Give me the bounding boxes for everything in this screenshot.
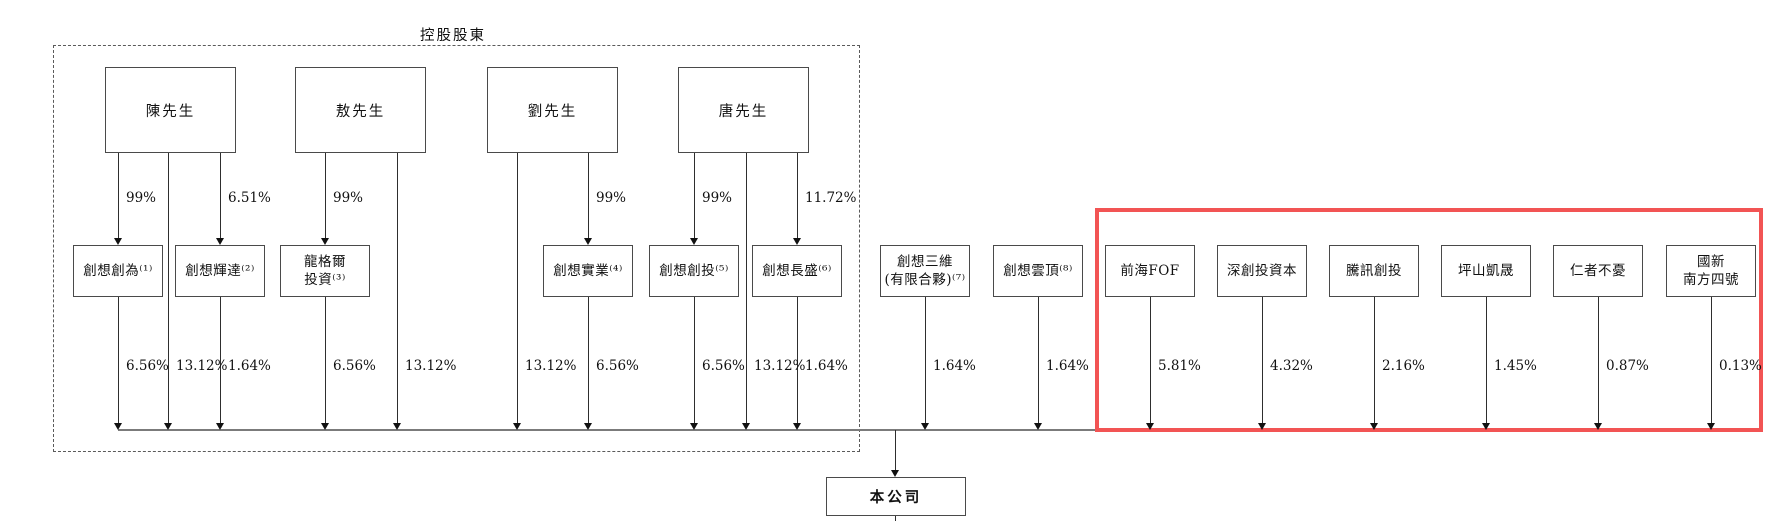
arrowhead-down-icon: [921, 423, 929, 430]
company-stub-line: [895, 516, 896, 521]
arrow-line: [694, 153, 695, 238]
ownership-pct-label: 13.12%: [176, 358, 228, 374]
arrowhead-down-icon: [321, 423, 329, 430]
arrowhead-down-icon: [114, 423, 122, 430]
entity-box-chuangxiang-sanwei: 創想三維 (有限合夥)⁽⁷⁾: [880, 245, 970, 297]
entity-box-chuangxiang-shiye: 創想實業⁽⁴⁾: [543, 245, 633, 297]
arrow-line: [1486, 297, 1487, 423]
arrowhead-down-icon: [584, 238, 592, 245]
arrowhead-down-icon: [393, 423, 401, 430]
ownership-pct-label: 13.12%: [405, 358, 457, 374]
ownership-pct-label: 1.64%: [933, 358, 976, 374]
ownership-pct-label: 4.32%: [1270, 358, 1313, 374]
arrow-line: [118, 153, 119, 238]
ownership-pct-label: 13.12%: [754, 358, 806, 374]
arrowhead-down-icon: [216, 238, 224, 245]
arrow-line: [1374, 297, 1375, 423]
ownership-pct-label: 0.13%: [1719, 358, 1762, 374]
arrow-line: [325, 297, 326, 423]
arrow-line: [397, 153, 398, 423]
entity-box-chuangxiang-changsheng: 創想長盛⁽⁶⁾: [752, 245, 842, 297]
arrowhead-down-icon: [793, 238, 801, 245]
entity-box-qianhai-fof: 前海FOF: [1105, 245, 1195, 297]
arrowhead-down-icon: [690, 423, 698, 430]
arrow-line: [517, 153, 518, 423]
arrowhead-down-icon: [513, 423, 521, 430]
arrowhead-down-icon: [584, 423, 592, 430]
arrow-line: [325, 153, 326, 238]
controlling-shareholders-label: 控股股東: [420, 28, 486, 44]
arrow-line: [746, 153, 747, 423]
ownership-pct-label: 6.56%: [126, 358, 169, 374]
entity-box-renzhe-buyou: 仁者不憂: [1553, 245, 1643, 297]
person-box-ao: 敖先生: [295, 67, 426, 153]
arrowhead-down-icon: [1034, 423, 1042, 430]
arrowhead-down-icon: [793, 423, 801, 430]
ownership-pct-label: 1.64%: [805, 358, 848, 374]
investor-highlight-frame: [1095, 208, 1763, 432]
ownership-pct-label: 1.64%: [228, 358, 271, 374]
entity-box-pingshan-kaisheng: 坪山凱晟: [1441, 245, 1531, 297]
ownership-pct-label: 1.45%: [1494, 358, 1537, 374]
arrow-line: [168, 153, 169, 423]
arrow-line: [1598, 297, 1599, 423]
arrow-line: [895, 430, 896, 470]
arrow-line: [118, 297, 119, 423]
ownership-pct-label: 6.51%: [228, 190, 271, 206]
arrow-line: [694, 297, 695, 423]
ownership-pct-label: 13.12%: [525, 358, 577, 374]
arrowhead-down-icon: [1482, 423, 1490, 430]
ownership-pct-label: 99%: [702, 190, 733, 206]
entity-box-chuangxiang-chuangwei: 創想創為⁽¹⁾: [73, 245, 163, 297]
person-box-tang: 唐先生: [678, 67, 809, 153]
arrowhead-down-icon: [690, 238, 698, 245]
ownership-pct-label: 0.87%: [1606, 358, 1649, 374]
ownership-pct-label: 6.56%: [702, 358, 745, 374]
person-box-liu: 劉先生: [487, 67, 618, 153]
arrow-line: [1038, 297, 1039, 423]
entity-box-chuangxiang-yunding: 創想雲頂⁽⁸⁾: [993, 245, 1083, 297]
entity-box-tengxun-chuangtou: 騰訊創投: [1329, 245, 1419, 297]
arrowhead-down-icon: [114, 238, 122, 245]
entity-box-longgeer-touzi: 龍格爾 投資⁽³⁾: [280, 245, 370, 297]
arrow-line: [925, 297, 926, 423]
ownership-bus-line: [118, 429, 1763, 431]
entity-box-guoxin-nanfang: 國新 南方四號: [1666, 245, 1756, 297]
ownership-pct-label: 5.81%: [1158, 358, 1201, 374]
arrowhead-down-icon: [1594, 423, 1602, 430]
arrow-line: [588, 297, 589, 423]
person-box-chen: 陳先生: [105, 67, 236, 153]
ownership-pct-label: 6.56%: [596, 358, 639, 374]
arrowhead-down-icon: [321, 238, 329, 245]
arrowhead-down-icon: [216, 423, 224, 430]
ownership-pct-label: 99%: [126, 190, 157, 206]
arrow-line: [797, 297, 798, 423]
entity-box-shenchuangtou-ziben: 深創投資本: [1217, 245, 1307, 297]
entity-box-chuangxiang-huida: 創想輝達⁽²⁾: [175, 245, 265, 297]
arrowhead-down-icon: [164, 423, 172, 430]
arrow-line: [1262, 297, 1263, 423]
arrowhead-down-icon: [891, 470, 899, 477]
arrow-line: [1711, 297, 1712, 423]
arrowhead-down-icon: [1146, 423, 1154, 430]
arrow-line: [220, 297, 221, 423]
company-box: 本公司: [826, 477, 966, 516]
ownership-pct-label: 99%: [596, 190, 627, 206]
ownership-pct-label: 11.72%: [805, 190, 857, 206]
entity-box-chuangxiang-chuangtou: 創想創投⁽⁵⁾: [649, 245, 739, 297]
arrowhead-down-icon: [742, 423, 750, 430]
ownership-pct-label: 2.16%: [1382, 358, 1425, 374]
arrow-line: [1150, 297, 1151, 423]
arrow-line: [220, 153, 221, 238]
arrow-line: [588, 153, 589, 238]
arrowhead-down-icon: [1707, 423, 1715, 430]
ownership-pct-label: 99%: [333, 190, 364, 206]
controlling-shareholders-frame: [53, 45, 860, 452]
arrow-line: [797, 153, 798, 238]
ownership-pct-label: 6.56%: [333, 358, 376, 374]
arrowhead-down-icon: [1258, 423, 1266, 430]
ownership-pct-label: 1.64%: [1046, 358, 1089, 374]
arrowhead-down-icon: [1370, 423, 1378, 430]
